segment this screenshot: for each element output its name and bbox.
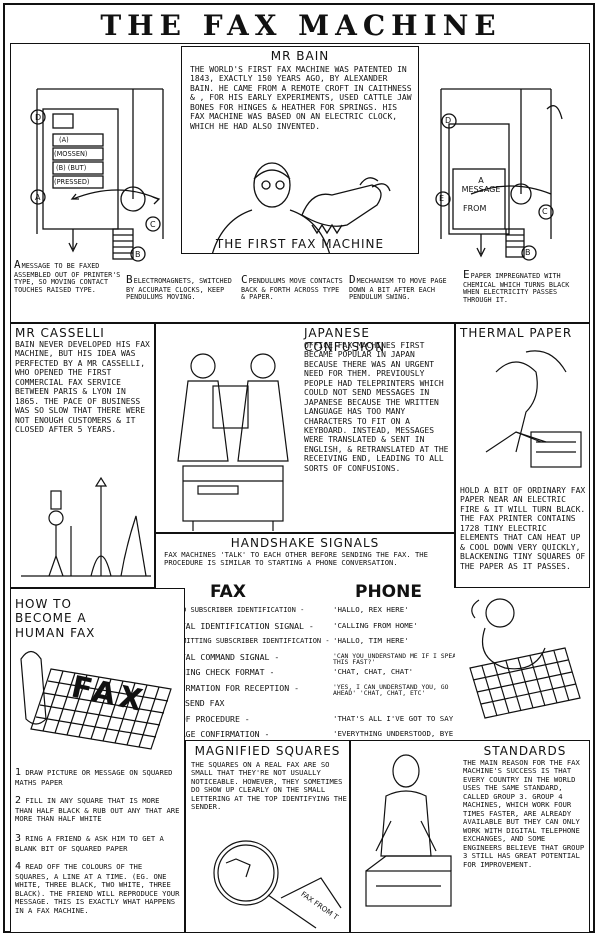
handshake-table: FAX PHONE ←CALLED SUBSCRIBER IDENTIFICAT… [145,582,465,741]
right-message-label: A MESSAGE [461,176,501,194]
japanese-office-drawing [177,353,289,531]
step-1-number: 1 [15,767,22,778]
handshake-phone-equivalent: 'EVERYTHING UNDERSTOOD, BYE' [333,729,458,738]
caption-a-letter: A [14,258,21,271]
bain-transmitter-drawing [30,88,164,262]
first-fax-heading: THE FIRST FAX MACHINE [215,237,385,251]
left-type-3: (B) (BUT) [56,164,87,172]
japanese-panel: JAPANESE CONFUSION OFFICE FAX MACHINES F… [155,323,455,533]
magnifier-drawing [213,840,342,929]
step-4: 4 READ OFF THE COLOURS OF THE SQUARES, A… [15,861,181,915]
bain-text: THE WORLD'S FIRST FAX MACHINE WAS PATENT… [190,65,412,131]
handshake-signal: DIGITAL IDENTIFICATION SIGNAL - [161,620,314,631]
caption-b-letter: B [126,273,133,286]
magnified-panel: MAGNIFIED SQUARES THE SQUARES ON A REAL … [185,740,350,933]
caption-c-letter: C [241,273,248,286]
step-3: 3 RING A FRIEND & ASK HIM TO GET A BLANK… [15,833,181,853]
handshake-signal: CALLED SUBSCRIBER IDENTIFICATION - [161,606,305,614]
caption-e: EPAPER IMPREGNATED WITH CHEMICAL WHICH T… [463,268,587,305]
right-label-c: C [542,207,548,216]
handshake-phone-equivalent: 'CHAT, CHAT, CHAT' [333,667,414,676]
step-2: 2 FILL IN ANY SQUARE THAT IS MORE THAN H… [15,795,181,824]
caption-a-text: MESSAGE TO BE FAXED ASSEMBLED OUT OF PRI… [14,262,121,295]
step-2-number: 2 [15,795,22,806]
left-type-2: (MOSSEN) [54,150,88,158]
caption-a: AMESSAGE TO BE FAXED ASSEMBLED OUT OF PR… [14,258,122,295]
handshake-phone-equivalent: 'YES, I CAN UNDERSTAND YOU, GO AHEAD' 'C… [333,682,449,698]
caselli-heading: MR CASSELLI [15,326,105,340]
caption-c: CPENDULUMS MOVE CONTACTS BACK & FORTH AC… [241,273,345,302]
thermal-heading: THERMAL PAPER [460,326,573,340]
poster-frame: THE FAX MACHINE [3,3,595,933]
handshake-signal: SEND FAX [185,698,225,708]
right-label-b: B [525,248,531,257]
step-3-number: 3 [15,833,22,844]
thermal-fire-drawing [485,350,582,468]
standards-engineer-drawing [365,754,452,907]
handshake-signal: END OF PROCEDURE - [161,713,250,724]
first-fax-panel: D A C B (A) (MOSSEN) (B) (BUT) (PRESSED)… [10,43,590,323]
fax-column-heading: FAX [210,582,246,602]
handshake-signal: DIGITAL COMMAND SIGNAL - [161,651,280,662]
bain-portrait-drawing [211,162,391,253]
left-type-1: (A) [59,136,69,144]
phone-grid-panel [455,588,590,738]
left-label-d: D [35,113,42,122]
caption-b: BELECTROMAGNETS, SWITCHED BY ACCURATE CL… [126,273,238,302]
right-label-d: D [445,116,452,125]
caption-c-text: PENDULUMS MOVE CONTACTS BACK & FORTH ACR… [241,277,343,302]
caselli-text: BAIN NEVER DEVELOPED HIS FAX MACHINE, BU… [15,340,150,434]
magnified-text: THE SQUARES ON A REAL FAX ARE SO SMALL T… [191,760,347,812]
left-label-a: A [35,193,41,202]
caption-e-text: PAPER IMPREGNATED WITH CHEMICAL WHICH TU… [463,272,570,305]
japanese-heading: JAPANESE CONFUSION [304,326,386,354]
handshake-phone-equivalent: 'THAT'S ALL I'VE GOT TO SAY' [333,713,458,723]
magnified-heading: MAGNIFIED SQUARES [194,744,341,758]
human-fax-panel: HOW TO BECOME A HUMAN FAX FAX 1 DRAW PIC… [10,588,185,933]
handshake-signal: TRAINING CHECK FORMAT - [161,667,275,677]
phone-column-heading: PHONE [355,582,422,602]
right-label-e: E [439,194,445,203]
handshake-phone-equivalent: 'CALLING FROM HOME' [333,620,418,630]
standards-heading: STANDARDS [483,744,567,758]
caselli-street-drawing [21,476,151,577]
thermal-panel: THERMAL PAPER HOLD A BIT OF ORDINARY FAX… [455,323,590,588]
caselli-panel: MR CASSELLI BAIN NEVER DEVELOPED HIS FAX… [10,323,155,588]
step-3-text: RING A FRIEND & ASK HIM TO GET A BLANK B… [15,834,164,853]
caption-d-letter: D [349,273,356,286]
step-2-text: FILL IN ANY SQUARE THAT IS MORE THAN HAL… [15,796,180,824]
bain-receiver-drawing [435,88,563,261]
right-from-label: FROM [463,204,487,213]
caption-b-text: ELECTROMAGNETS, SWITCHED BY ACCURATE CLO… [126,277,232,302]
poster-title: THE FAX MACHINE [100,8,502,42]
japanese-text: OFFICE FAX MACHINES FIRST BECAME POPULAR… [304,341,449,473]
handshake-signal: CONFIRMATION FOR RECEPTION - [161,682,300,693]
human-fax-heading: HOW TO BECOME A HUMAN FAX [15,597,96,640]
handshake-panel: HANDSHAKE SIGNALS FAX MACHINES 'TALK' TO… [155,533,455,588]
step-1: 1 DRAW PICTURE OR MESSAGE ON SQUARED MAT… [15,767,181,787]
thermal-text: HOLD A BIT OF ORDINARY FAX PAPER NEAR AN… [460,486,586,571]
handshake-signal: TRANSMITTING SUBSCRIBER IDENTIFICATION - [161,637,330,645]
caption-e-letter: E [463,268,470,281]
caption-d: DMECHANISM TO MOVE PAGE DOWN A BIT AFTER… [349,273,457,302]
human-fax-grid-drawing [20,650,172,750]
handshake-phone-equivalent: 'HALLO, TIM HERE' [333,636,409,645]
left-label-c: C [150,220,156,229]
left-type-4: (PRESSED) [54,178,90,186]
bain-heading: MR BAIN [270,49,330,63]
bain-box: MR BAIN THE WORLD'S FIRST FAX MACHINE WA… [181,46,419,254]
handshake-signal: MESSAGE CONFIRMATION - [161,729,270,739]
handshake-heading: HANDSHAKE SIGNALS [230,536,380,550]
left-label-b: B [135,250,141,259]
handshake-intro: FAX MACHINES 'TALK' TO EACH OTHER BEFORE… [164,550,428,568]
handshake-phone-equivalent: 'HALLO, REX HERE' [333,605,409,614]
step-4-text: READ OFF THE COLOURS OF THE SQUARES, A L… [15,862,180,915]
phone-grid-drawing [469,598,581,719]
step-4-number: 4 [15,861,22,872]
step-1-text: DRAW PICTURE OR MESSAGE ON SQUARED MATHS… [15,768,173,787]
standards-panel: STANDARDS THE MAIN REASON FOR THE FAX MA… [350,740,590,933]
standards-text: THE MAIN REASON FOR THE FAX MACHINE'S SU… [463,758,585,869]
handshake-phone-equivalent: 'CAN YOU UNDERSTAND ME IF I SPEAK THIS F… [333,651,460,667]
caption-d-text: MECHANISM TO MOVE PAGE DOWN A BIT AFTER … [349,277,447,302]
